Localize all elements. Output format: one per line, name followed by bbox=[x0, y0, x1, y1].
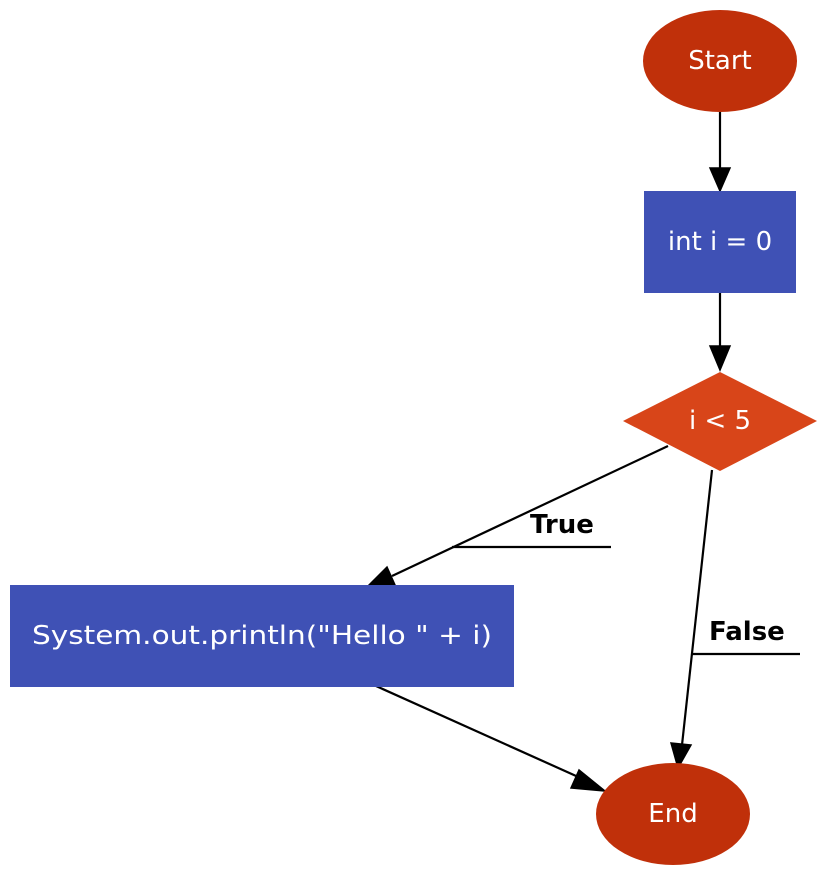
init-node-shape bbox=[644, 191, 796, 293]
condition-node-label: i < 5 bbox=[689, 406, 751, 436]
print-node-label: System.out.println("Hello " + i) bbox=[32, 621, 492, 651]
edge-condition-to-end bbox=[669, 469, 800, 770]
false-edge-label: False bbox=[709, 617, 785, 647]
end-node-shape bbox=[596, 763, 750, 865]
start-node-shape bbox=[643, 10, 797, 112]
start-node-label: Start bbox=[688, 46, 752, 76]
condition-node-shape bbox=[623, 372, 817, 471]
end-node-label: End bbox=[648, 799, 697, 829]
init-node[interactable]: int i = 0 bbox=[644, 191, 796, 293]
init-node-label: int i = 0 bbox=[668, 227, 772, 257]
condition-node[interactable]: i < 5 bbox=[623, 372, 817, 471]
print-node-shape bbox=[10, 585, 514, 687]
edge-init-to-condition bbox=[708, 293, 732, 372]
start-node[interactable]: Start bbox=[643, 10, 797, 112]
edge-start-to-init bbox=[708, 112, 732, 193]
edge-condition-to-print bbox=[365, 445, 669, 588]
end-node[interactable]: End bbox=[596, 763, 750, 865]
print-node[interactable]: System.out.println("Hello " + i) bbox=[10, 585, 514, 687]
edge-print-to-end bbox=[375, 684, 608, 792]
true-edge-label: True bbox=[530, 510, 594, 540]
